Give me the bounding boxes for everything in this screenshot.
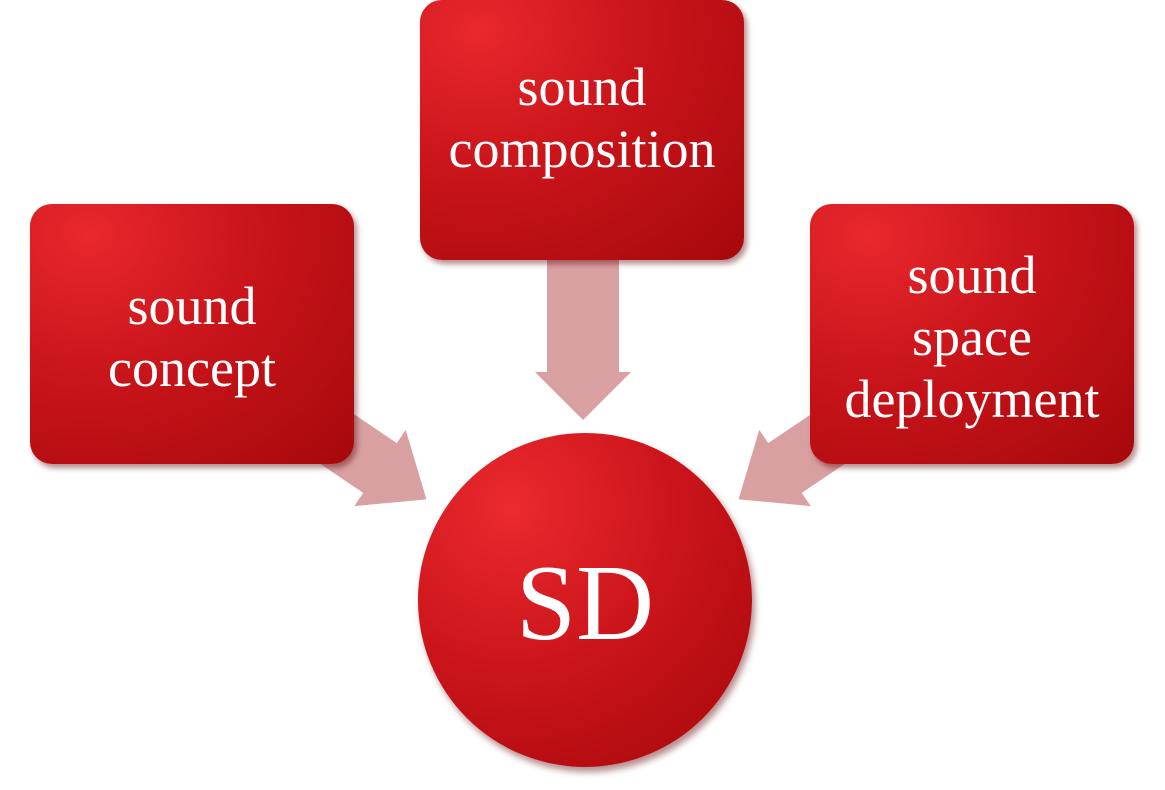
arrow-composition-to-sd — [535, 255, 631, 420]
center-node-label: SD — [515, 544, 655, 663]
node-label-sound-space-deployment: sound space deployment — [844, 245, 1100, 429]
node-sound-composition: sound composition — [420, 0, 744, 260]
node-label-sound-concept: sound concept — [108, 276, 276, 398]
node-sound-concept: sound concept — [30, 204, 354, 464]
node-sound-space-deployment: sound space deployment — [810, 204, 1134, 464]
node-label-sound-composition: sound composition — [448, 57, 716, 179]
center-node-sd: SD — [418, 433, 752, 767]
